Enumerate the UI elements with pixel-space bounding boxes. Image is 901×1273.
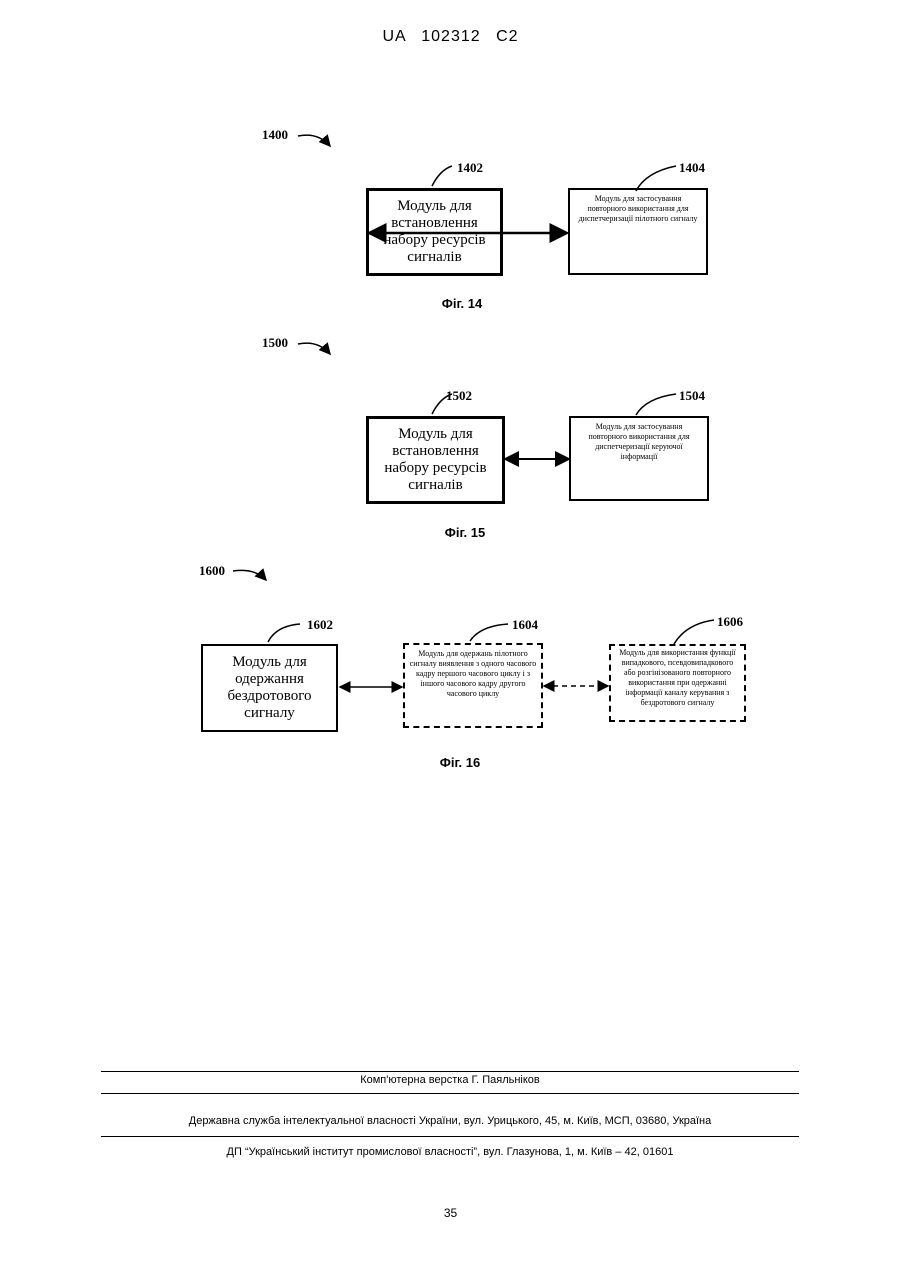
- fig14-ref: 1400: [262, 127, 288, 143]
- fig14-caption: Фіг. 14: [402, 296, 522, 311]
- fig16-box3-ref: 1606: [717, 614, 743, 630]
- footer-rule-bottom: [101, 1136, 799, 1137]
- fig14-box1-ref: 1402: [457, 160, 483, 176]
- fig14-ref-arrow: [298, 135, 330, 146]
- fig16-caption: Фіг. 16: [400, 755, 520, 770]
- page-number: 35: [0, 1206, 901, 1220]
- fig16-box3-leader: [674, 620, 714, 644]
- fig15-caption: Фіг. 15: [405, 525, 525, 540]
- footer-institute: ДП “Український інститут промислової вла…: [101, 1146, 799, 1158]
- fig15-ref-arrow: [298, 343, 330, 354]
- fig16-box1-ref: 1602: [307, 617, 333, 633]
- fig14-box2: Модуль для застосування повторного викор…: [568, 188, 708, 275]
- fig16-ref: 1600: [199, 563, 225, 579]
- fig14-box1-leader: [432, 166, 452, 186]
- footer-agency: Державна служба інтелектуальної власност…: [101, 1115, 799, 1127]
- fig15-box2-leader: [636, 394, 676, 415]
- fig15-ref: 1500: [262, 335, 288, 351]
- fig14-box2-ref: 1404: [679, 160, 705, 176]
- fig15-box2-ref: 1504: [679, 388, 705, 404]
- fig15-box2: Модуль для застосування повторного викор…: [569, 416, 709, 501]
- fig16-box1-leader: [268, 624, 300, 642]
- footer-rule-middle: [101, 1093, 799, 1094]
- fig16-box2-leader: [470, 624, 508, 641]
- fig16-box3: Модуль для використання функції випадков…: [609, 644, 746, 722]
- fig16-ref-arrow: [233, 570, 266, 580]
- footer-layout-credit: Комп'ютерна верстка Г. Паяльніков: [101, 1074, 799, 1086]
- footer-rule-top: [101, 1071, 799, 1072]
- fig16-box2: Модуль для одержань пілотного сигналу ви…: [403, 643, 543, 728]
- fig14-box1: Модуль для встановлення набору ресурсів …: [366, 188, 503, 276]
- fig16-box2-ref: 1604: [512, 617, 538, 633]
- fig15-box1: Модуль для встановлення набору ресурсів …: [366, 416, 505, 504]
- fig15-box1-ref: 1502: [446, 388, 472, 404]
- fig16-box1: Модуль для одержання бездротового сигнал…: [201, 644, 338, 732]
